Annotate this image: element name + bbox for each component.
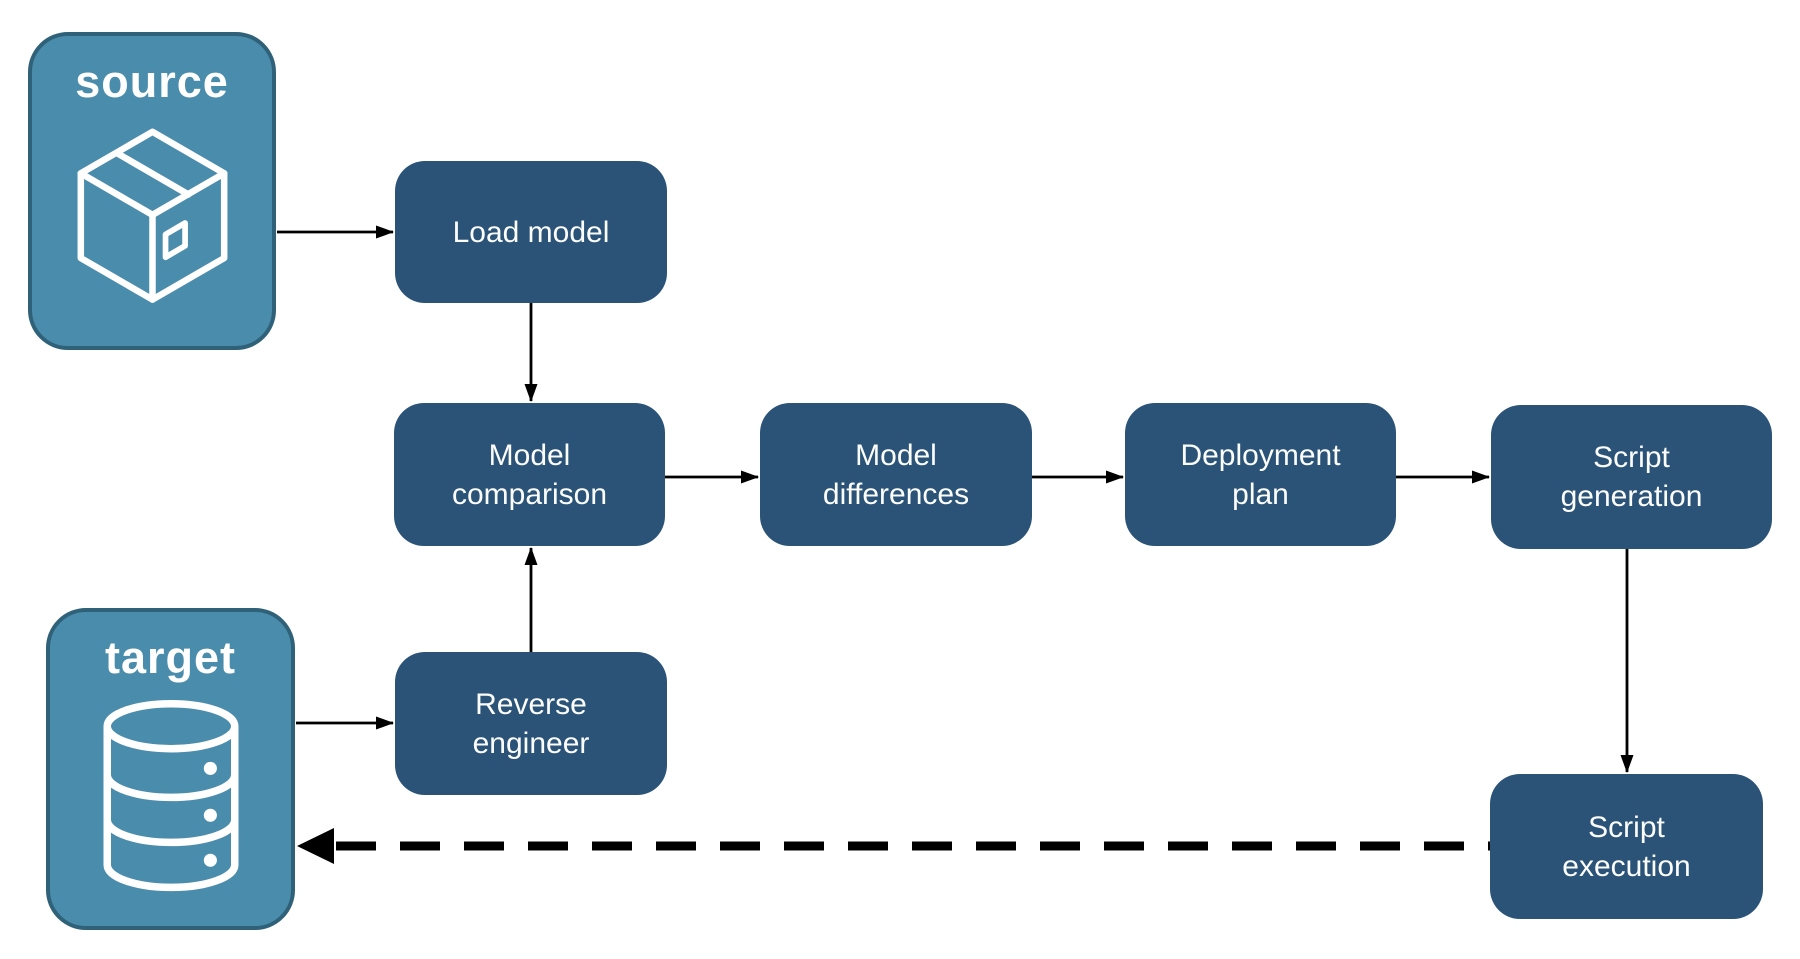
node-deployment-plan-label: Deployment plan xyxy=(1180,438,1341,511)
node-deployment-plan: Deployment plan xyxy=(1125,403,1396,546)
node-script-execution: Script execution xyxy=(1490,774,1763,919)
endpoint-target: target xyxy=(46,608,295,930)
node-model-differences-label: Model differences xyxy=(822,438,970,511)
database-icon xyxy=(103,699,238,892)
node-script-generation: Script generation xyxy=(1491,405,1772,549)
node-load-model: Load model xyxy=(395,161,667,303)
package-icon xyxy=(77,128,227,303)
node-reverse-engineer: Reverse engineer xyxy=(395,652,667,795)
target-label: target xyxy=(104,632,237,683)
node-script-generation-label: Script generation xyxy=(1560,441,1703,513)
node-model-comparison: Model comparison xyxy=(394,403,665,546)
node-script-execution-label: Script execution xyxy=(1562,810,1691,883)
node-model-differences: Model differences xyxy=(760,403,1032,546)
arrow-script-execution-to-target xyxy=(297,828,1490,864)
node-reverse-engineer-label: Reverse engineer xyxy=(472,687,590,760)
source-label: source xyxy=(75,56,229,107)
node-load-model-label: Load model xyxy=(452,215,610,249)
endpoint-source: source xyxy=(28,32,276,350)
node-model-comparison-label: Model comparison xyxy=(451,438,608,511)
